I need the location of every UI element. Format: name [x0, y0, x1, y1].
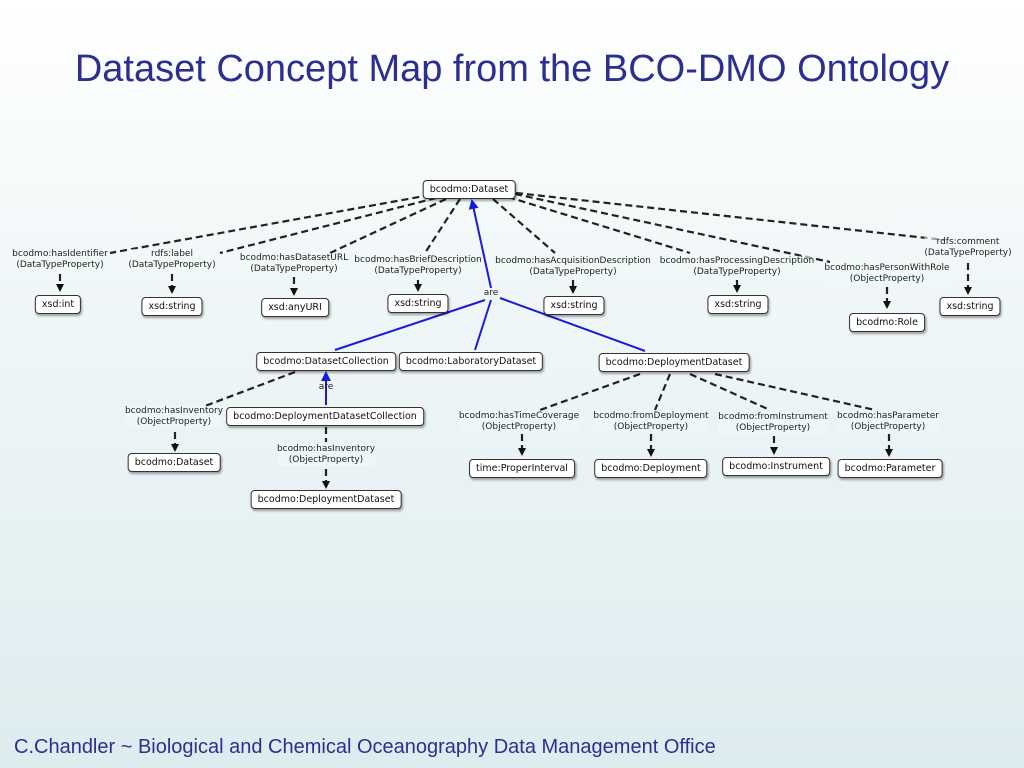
edge-has-processing-description: [507, 195, 691, 255]
edge-are-top: [468, 199, 492, 289]
edge-from-instrument: [689, 372, 771, 412]
edge-has-dataset-url: [329, 198, 447, 254]
edge-has-parameter: [714, 372, 876, 412]
node-laboratory-dataset: bcodmo:LaboratoryDataset: [398, 352, 544, 371]
label-has-parameter: bcodmo:hasParameter(ObjectProperty): [837, 411, 939, 433]
label-has-processing-description: bcodmo:hasProcessingDescription(DataType…: [659, 256, 815, 278]
edge-has-acquisition-description: [492, 198, 556, 254]
label-are-collection: are: [318, 382, 334, 392]
label-has-person-with-role: bcodmo:hasPersonWithRole(ObjectProperty): [824, 263, 950, 285]
node-inventory-dataset: bcodmo:Dataset: [127, 453, 221, 472]
node-xsd-string-comment: xsd:string: [939, 297, 1001, 316]
node-parameter: bcodmo:Parameter: [837, 459, 943, 478]
node-deployment-dataset-collection: bcodmo:DeploymentDatasetCollection: [226, 407, 424, 426]
edge-label: [219, 196, 437, 255]
node-dataset-collection: bcodmo:DatasetCollection: [256, 352, 396, 371]
edge-has-person-with-role: [514, 192, 831, 264]
node-dataset: bcodmo:Dataset: [422, 180, 516, 199]
label-has-time-coverage: bcodmo:hasTimeCoverage(ObjectProperty): [458, 411, 580, 433]
label-has-acquisition-description: bcodmo:hasAcquisitionDescription(DataTyp…: [495, 256, 651, 278]
node-instrument: bcodmo:Instrument: [722, 457, 830, 476]
node-xsd-string-acquisition: xsd:string: [543, 296, 605, 315]
edge-are-to-deployment-dataset: [499, 297, 646, 352]
label-has-brief-description: bcodmo:hasBriefDescription(DataTypePrope…: [354, 255, 482, 277]
label-has-dataset-url: bcodmo:hasDatasetURL(DataTypeProperty): [239, 253, 349, 275]
label-has-identifier: bcodmo:hasIdentifier(DataTypeProperty): [12, 249, 108, 271]
node-deployment-dataset: bcodmo:DeploymentDataset: [598, 353, 750, 372]
edge-has-identifier: [109, 193, 431, 255]
label-are-top: are: [483, 288, 499, 298]
label-has-inventory-2: bcodmo:hasInventory(ObjectProperty): [276, 444, 376, 466]
node-inventory-deployment-dataset: bcodmo:DeploymentDataset: [250, 490, 402, 509]
node-xsd-string-brief: xsd:string: [387, 294, 449, 313]
edge-are-to-dataset-collection: [334, 299, 486, 351]
label-rdfs-label: rdfs:label(DataTypeProperty): [128, 249, 216, 271]
node-proper-interval: time:ProperInterval: [469, 459, 575, 478]
label-from-instrument: bcodmo:fromInstrument(ObjectProperty): [718, 412, 828, 434]
node-deployment: bcodmo:Deployment: [594, 459, 708, 478]
label-has-inventory-1: bcodmo:hasInventory(ObjectProperty): [124, 406, 224, 428]
node-xsd-string-label: xsd:string: [141, 297, 203, 316]
edge-has-inventory-1: [204, 370, 296, 408]
edge-are-to-laboratory-dataset: [474, 299, 492, 351]
node-xsd-int: xsd:int: [34, 295, 82, 314]
label-from-deployment: bcodmo:fromDeployment(ObjectProperty): [593, 411, 709, 433]
edge-has-time-coverage: [539, 372, 641, 412]
node-xsd-string-processing: xsd:string: [707, 295, 769, 314]
node-xsd-anyuri: xsd:anyURI: [261, 298, 329, 317]
slide-title: Dataset Concept Map from the BCO-DMO Ont…: [74, 48, 950, 90]
node-role: bcodmo:Role: [849, 313, 925, 332]
edge-comment: [515, 191, 946, 242]
footer-credit: C.Chandler ~ Biological and Chemical Oce…: [14, 736, 716, 758]
edge-from-deployment: [653, 373, 672, 411]
label-rdfs-comment: rdfs:comment(DataTypeProperty): [924, 237, 1012, 259]
